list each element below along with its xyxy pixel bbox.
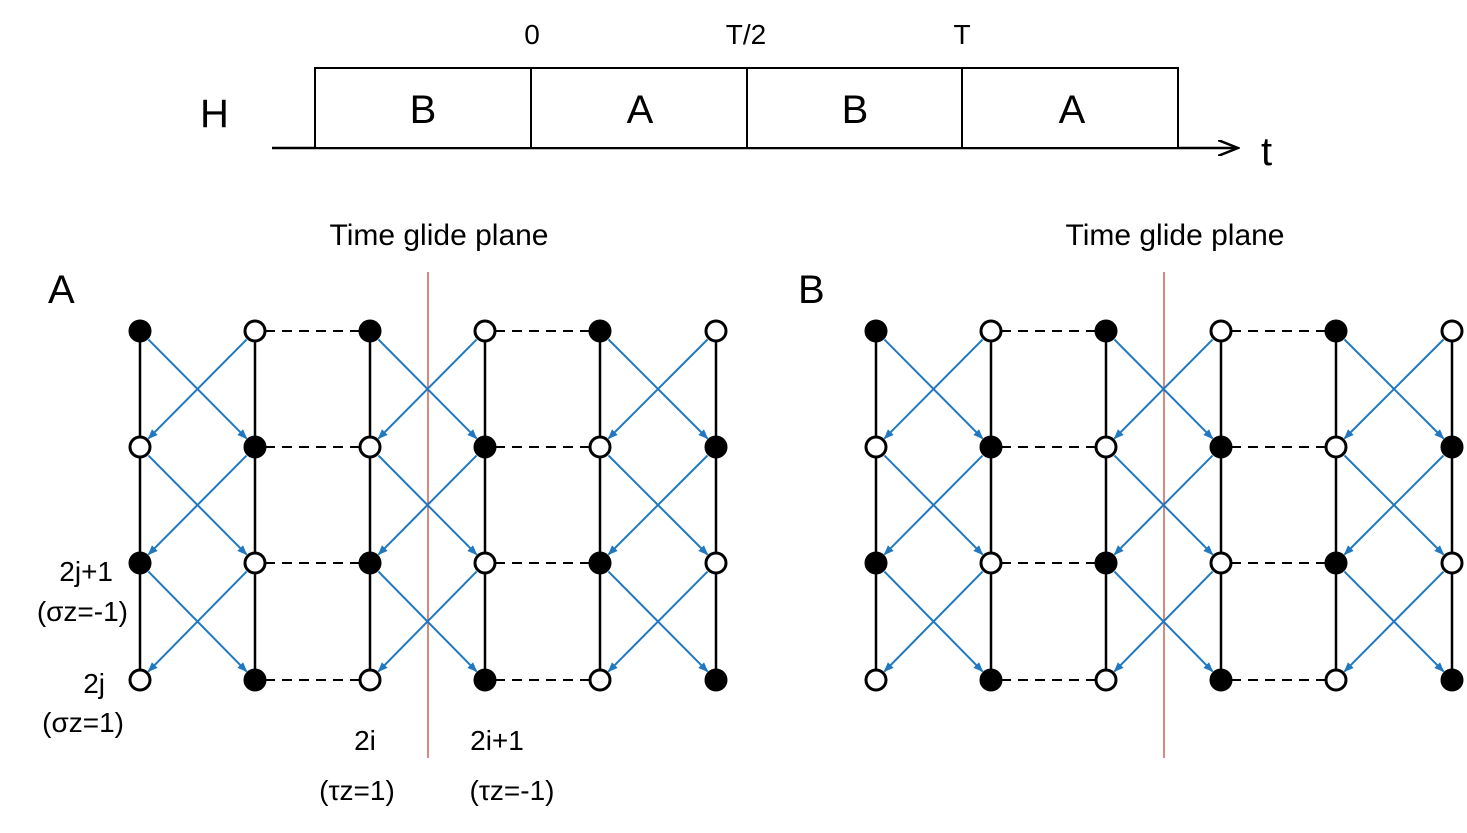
lattice-panel-a [128, 272, 728, 758]
filled-site-r2-c4 [473, 435, 497, 459]
open-site-r4-c1 [128, 668, 152, 692]
col-label-2i-plus-1: 2i+1 [470, 725, 524, 756]
filled-site-r2-c6 [704, 435, 728, 459]
hopping-arrow-r2-c5-2 [1343, 454, 1445, 556]
open-site-r2-c5 [588, 435, 612, 459]
filled-site-r1-c5 [588, 319, 612, 343]
open-site-r1-c6 [1440, 319, 1464, 343]
timeline-segment-2 [530, 67, 748, 149]
filled-site-r2-c2 [243, 435, 267, 459]
col-label-2i-plus-1-tau: (τz=-1) [470, 775, 555, 806]
open-site-r1-c4 [1209, 319, 1233, 343]
open-site-r4-c1 [864, 668, 888, 692]
hopping-arrow-r1-c3-2 [377, 338, 478, 440]
hopping-arrow-r3-c1-2 [883, 570, 984, 673]
timeline-segment-1-label: B [410, 88, 437, 132]
open-site-r4-c5 [588, 668, 612, 692]
open-site-r3-c6 [1440, 551, 1464, 575]
open-site-r2-c1 [864, 435, 888, 459]
open-site-r3-c6 [704, 551, 728, 575]
panel-b-plane-label: Time glide plane [1065, 219, 1284, 252]
open-site-r2-c3 [1094, 435, 1118, 459]
timeline-segment-2-label: A [627, 88, 654, 132]
tick-label-period: T [953, 19, 970, 50]
hopping-arrow-r2-c5-2 [607, 454, 709, 556]
hopping-arrow-r2-c1-2 [883, 454, 984, 556]
hopping-arrow-r2-c3-2 [377, 454, 478, 556]
filled-site-r4-c4 [1209, 668, 1233, 692]
hopping-arrow-r1-c1-2 [883, 338, 984, 440]
filled-site-r2-c2 [979, 435, 1003, 459]
hopping-arrow-r3-c3-2 [1113, 570, 1214, 673]
filled-site-r3-c5 [588, 551, 612, 575]
open-site-r1-c6 [704, 319, 728, 343]
open-site-r2-c1 [128, 435, 152, 459]
timeline-segment-3-label: B [842, 88, 869, 132]
row-label-2j-plus-1: 2j+1 [59, 556, 113, 587]
timeline-segment-4-label: A [1059, 88, 1086, 132]
open-site-r3-c4 [1209, 551, 1233, 575]
filled-site-r3-c5 [1324, 551, 1348, 575]
filled-site-r1-c5 [1324, 319, 1348, 343]
hopping-arrow-r1-c5-2 [1343, 338, 1445, 440]
col-label-2i: 2i [354, 725, 376, 756]
hopping-arrow-r1-c1-2 [147, 338, 248, 440]
hopping-arrow-r3-c3-2 [377, 570, 478, 673]
filled-site-r1-c3 [1094, 319, 1118, 343]
filled-site-r4-c2 [243, 668, 267, 692]
open-site-r1-c2 [979, 319, 1003, 343]
lattice-panel-b [864, 272, 1464, 758]
panel-a-plane-label: Time glide plane [329, 219, 548, 252]
hopping-arrow-r3-c1-2 [147, 570, 248, 673]
time-axis-label: t [1261, 130, 1272, 174]
hopping-arrow-r2-c1-2 [147, 454, 248, 556]
open-site-r4-c3 [1094, 668, 1118, 692]
open-site-r4-c3 [358, 668, 382, 692]
row-label-2j: 2j [83, 668, 105, 699]
hopping-arrow-r3-c5-2 [607, 570, 709, 673]
column-labels: 2i (τz=1) 2i+1 (τz=-1) [319, 725, 554, 806]
timeline-segment-4 [961, 67, 1179, 149]
filled-site-r3-c3 [358, 551, 382, 575]
filled-site-r4-c2 [979, 668, 1003, 692]
tick-label-0: 0 [524, 19, 540, 50]
open-site-r3-c2 [243, 551, 267, 575]
hopping-arrow-r1-c3-2 [1113, 338, 1214, 440]
filled-site-r1-c3 [358, 319, 382, 343]
filled-site-r1-c1 [128, 319, 152, 343]
timeline: H t B A B A 0 T/2 T [200, 19, 1272, 174]
open-site-r1-c4 [473, 319, 497, 343]
open-site-r3-c4 [473, 551, 497, 575]
filled-site-r4-c4 [473, 668, 497, 692]
row-label-2j-plus-1-sigma: (σz=-1) [37, 596, 128, 627]
tick-label-half-period: T/2 [726, 19, 766, 50]
hopping-arrow-r1-c5-2 [607, 338, 709, 440]
open-site-r3-c2 [979, 551, 1003, 575]
open-site-r2-c3 [358, 435, 382, 459]
hopping-arrow-r2-c3-2 [1113, 454, 1214, 556]
open-site-r4-c5 [1324, 668, 1348, 692]
filled-site-r2-c4 [1209, 435, 1233, 459]
filled-site-r3-c1 [864, 551, 888, 575]
hamiltonian-label: H [200, 92, 229, 136]
filled-site-r1-c1 [864, 319, 888, 343]
open-site-r2-c5 [1324, 435, 1348, 459]
row-label-2j-sigma: (σz=1) [42, 707, 124, 738]
row-labels: 2j+1 (σz=-1) 2j (σz=1) [37, 556, 128, 738]
filled-site-r4-c6 [704, 668, 728, 692]
filled-site-r4-c6 [1440, 668, 1464, 692]
col-label-2i-tau: (τz=1) [319, 775, 395, 806]
timeline-segment-3 [746, 67, 963, 149]
filled-site-r3-c3 [1094, 551, 1118, 575]
filled-site-r2-c6 [1440, 435, 1464, 459]
open-site-r1-c2 [243, 319, 267, 343]
panel-b-label: B [798, 268, 825, 312]
hopping-arrow-r3-c5-2 [1343, 570, 1445, 673]
panel-a-label: A [48, 268, 75, 312]
filled-site-r3-c1 [128, 551, 152, 575]
